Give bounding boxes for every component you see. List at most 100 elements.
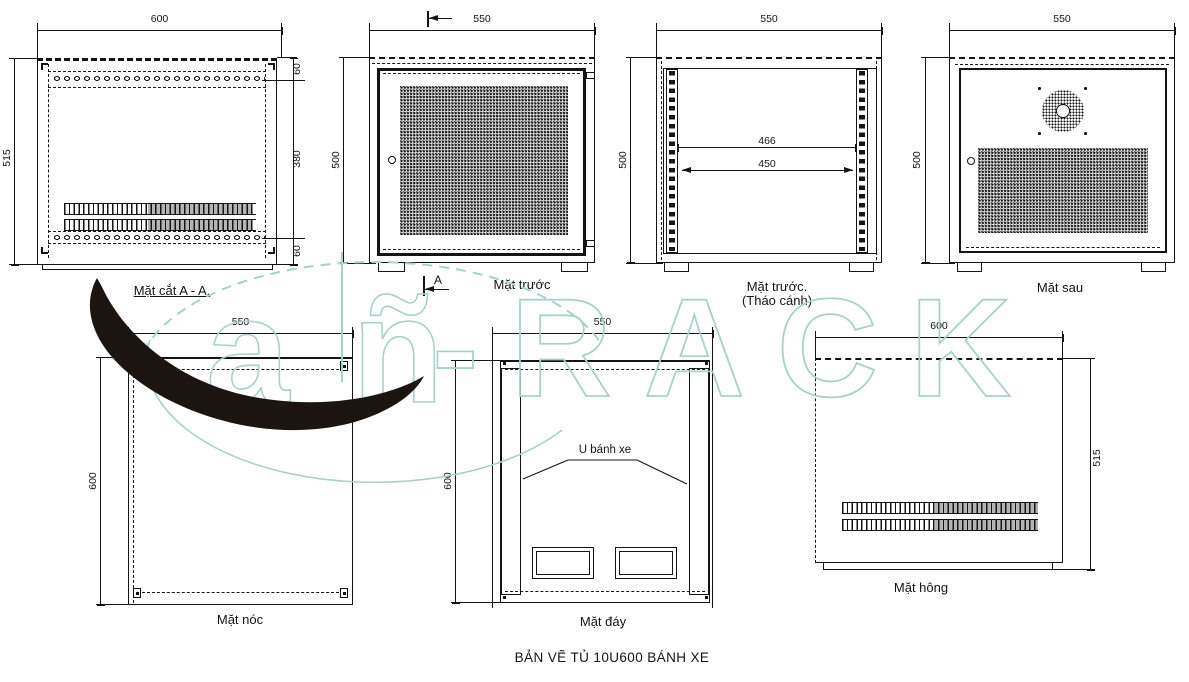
fixing-hole (705, 596, 708, 599)
hidden-edge-line (265, 64, 266, 258)
cabinet-rear-outline (949, 57, 1175, 263)
dim-extension-line (9, 264, 42, 265)
front-door-frame (377, 68, 586, 256)
cabinet-foot (664, 263, 689, 272)
dim-width-value: 550 (760, 13, 778, 25)
dim-width-value: 600 (930, 320, 948, 332)
dim-extension-line (921, 57, 949, 58)
section-arrow-icon (429, 14, 438, 21)
corner-bracket (268, 63, 275, 70)
view-label-side: Mặt hông (893, 580, 949, 595)
dim-extension-line (262, 80, 305, 81)
fan-screw-hole (1084, 87, 1087, 90)
dim-extension-line (1053, 569, 1094, 570)
fixing-hole (503, 596, 506, 599)
fan-hub-hole (1056, 104, 1070, 118)
section-cut-line (428, 18, 452, 19)
door-fold-line (383, 249, 580, 250)
cable-entry-cutout (532, 547, 594, 579)
dim-arrow-icon (844, 166, 853, 173)
dim-extension-line (1063, 358, 1094, 359)
dim-extension-line (815, 331, 816, 358)
dim-arrow-icon (682, 166, 691, 173)
fixing-hole (705, 362, 708, 365)
dim-extension-line (712, 327, 713, 608)
dim-line-width (814, 333, 1064, 342)
panel-fold-line (48, 243, 266, 244)
dim-extension-line (626, 263, 663, 264)
rail-hole-pattern (859, 71, 865, 251)
corner-bracket (268, 247, 275, 254)
dim-extension-line (281, 23, 282, 58)
top-perforation-line (955, 64, 1169, 65)
hidden-edge-line (137, 592, 344, 593)
dim-height-value: 515 (1091, 449, 1103, 467)
door-hinge (586, 72, 595, 79)
hidden-edge-line (48, 64, 49, 258)
view-label-front-open-sub: (Tháo cánh) (741, 293, 813, 308)
panel-fold-line (48, 87, 266, 88)
door-hinge (586, 240, 595, 247)
vent-slot-row (842, 502, 1038, 514)
dim-extension-line (626, 57, 656, 58)
hidden-edge-line (505, 591, 705, 592)
panel-fold-line (48, 231, 266, 232)
dim-extension-line (949, 23, 950, 58)
dim-extension-line (369, 23, 370, 58)
hidden-edge-line (133, 360, 134, 603)
view-label-bottom: Mặt đáy (579, 614, 627, 629)
view-label-front-open: Mặt trước. (746, 279, 808, 294)
rear-mesh-perforation (978, 148, 1148, 233)
dim-width-value: 550 (473, 13, 491, 25)
hidden-edge-line (661, 61, 662, 260)
vent-hole-row (52, 74, 265, 84)
rear-door-lock (967, 157, 975, 165)
cabinet-front-open-outline (656, 57, 882, 263)
dim-extension-line (262, 238, 305, 239)
hidden-edge-line (505, 369, 705, 370)
cabinet-base (823, 563, 1053, 570)
cabinet-foot (957, 263, 982, 272)
vent-slot-row (842, 519, 1038, 531)
dim-extension-line (339, 57, 369, 58)
corner-bracket (41, 63, 48, 70)
dim-extension-line (594, 23, 595, 58)
vent-hole-row (52, 233, 265, 242)
door-mesh-perforation (400, 86, 568, 235)
dim-extension-line (1062, 331, 1063, 358)
vent-slot-row (64, 219, 256, 231)
dim-extension-line (37, 23, 38, 58)
rack-rail-left (666, 69, 678, 253)
panel-fold-line (966, 247, 1160, 248)
side-panel-outline (815, 358, 1063, 563)
wheel-u-channel-right (689, 368, 709, 595)
cabinet-foot (849, 263, 874, 272)
wheel-channel-callout: U bánh xe (578, 444, 632, 456)
top-perforation-line (372, 63, 592, 64)
dim-extension-line (656, 23, 657, 58)
rail-hole-pattern (669, 71, 675, 251)
fixing-hole (136, 592, 139, 595)
cable-entry-cutout-inner (536, 551, 590, 575)
door-fold-line (383, 73, 580, 74)
dim-line-rail-outer (677, 143, 857, 152)
dim-extension-line (1174, 23, 1175, 58)
rear-panel (959, 68, 1167, 253)
cabinet-foot (1141, 263, 1166, 272)
section-cut-tick (427, 11, 429, 27)
rack-rail-right (856, 69, 868, 253)
cable-entry-cutout (615, 547, 677, 579)
vent-slot-row (64, 203, 256, 215)
view-label-top: Mặt nóc (216, 612, 264, 627)
view-label-rear: Mặt sau (1036, 280, 1084, 295)
dim-width-value: 600 (150, 13, 169, 25)
dim-rail-inner-value: 450 (758, 158, 776, 170)
drawing-title: BẢN VẼ TỦ 10U600 BÁNH XE (514, 650, 710, 665)
dim-line-rail-inner (682, 170, 853, 171)
fan-screw-hole (1038, 87, 1041, 90)
dim-extension-line (9, 58, 37, 59)
